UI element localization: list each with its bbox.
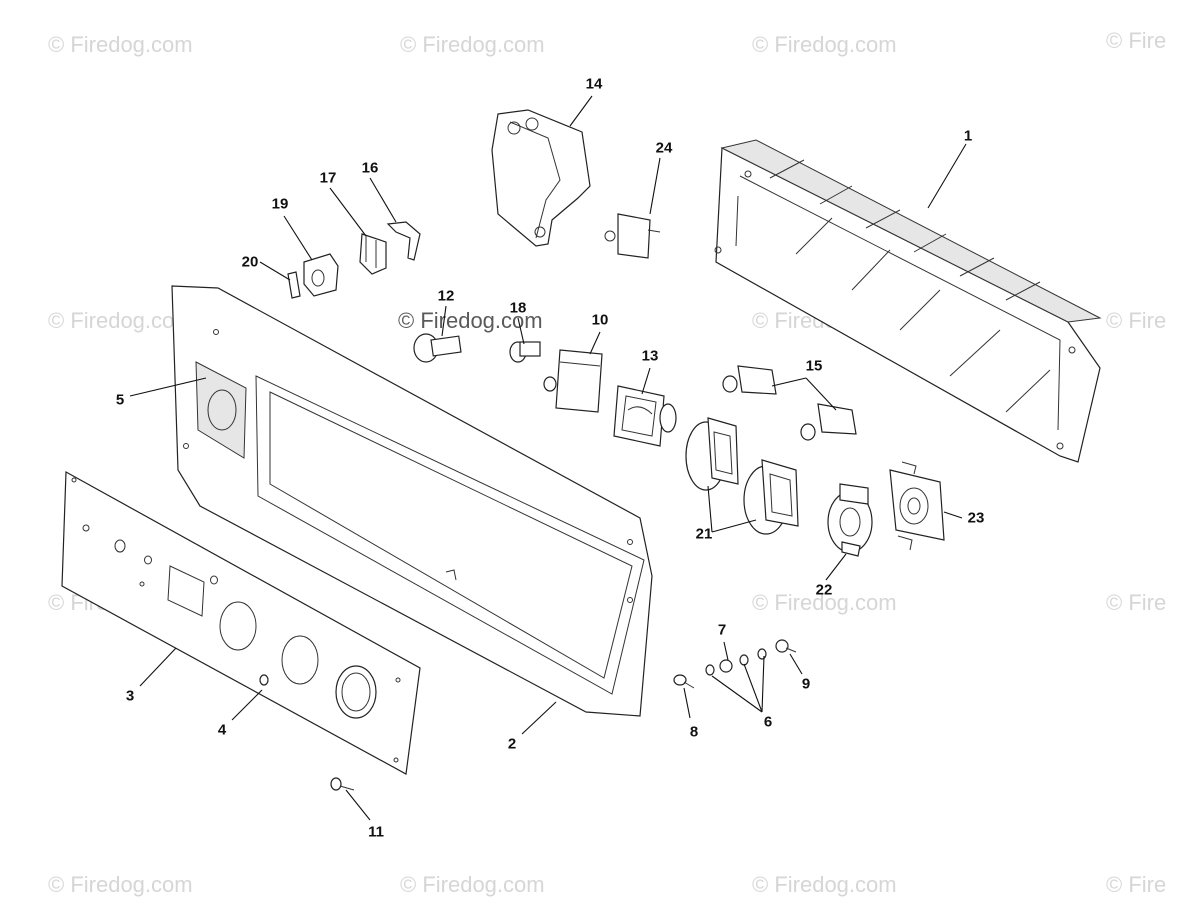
part-24-relay	[604, 213, 661, 259]
watermark: © Firedog.com	[400, 872, 545, 897]
callout-14: 14	[585, 75, 603, 93]
part-14-cover	[491, 109, 591, 247]
callout-16: 16	[361, 159, 379, 177]
callout-12: 12	[437, 287, 455, 305]
part-16-bracket	[386, 221, 421, 261]
watermark: © Firedog.com	[752, 872, 897, 897]
watermark: © Fire	[1106, 308, 1167, 333]
callout-20: 20	[241, 253, 259, 271]
callout-1: 1	[963, 127, 973, 145]
part-23-receptacle	[889, 461, 945, 551]
watermark: © Firedog.com	[48, 32, 193, 57]
watermark: © Fire	[1106, 590, 1167, 615]
callout-5: 5	[115, 391, 125, 409]
part-2-panel-frame	[171, 285, 653, 717]
watermark: © Firedog.com	[400, 32, 545, 57]
leader-lines	[129, 95, 967, 821]
part-15-breaker-lower	[800, 403, 857, 441]
part-17-switch	[359, 233, 387, 275]
callout-15: 15	[805, 357, 823, 375]
part-1-housing	[714, 139, 1102, 463]
part-11-screw	[330, 777, 355, 791]
callout-13: 13	[641, 347, 659, 365]
callout-17: 17	[319, 169, 337, 187]
watermark: © Firedog.com	[48, 308, 193, 333]
part-18-fuse-holder	[509, 341, 541, 363]
part-15-breaker-upper	[722, 365, 777, 395]
part-9-bolt	[775, 639, 797, 653]
part-13-meter	[613, 385, 677, 447]
part-20-clip	[287, 271, 301, 299]
watermark: © Fire	[1106, 28, 1167, 53]
watermark: © Firedog.com	[752, 590, 897, 615]
watermark: © Firedog.com	[48, 872, 193, 897]
callout-8: 8	[689, 723, 699, 741]
callout-22: 22	[815, 581, 833, 599]
part-19-knob	[303, 253, 339, 297]
part-21-outlet-left	[685, 417, 739, 491]
callout-6: 6	[763, 713, 773, 731]
part-21-outlet-right	[743, 459, 799, 535]
callout-4: 4	[217, 721, 227, 739]
callout-7: 7	[717, 621, 727, 639]
part-3-face-plate	[61, 471, 421, 775]
part-10-breaker	[543, 349, 603, 413]
part-22-locking-outlet	[827, 483, 873, 557]
callout-9: 9	[801, 675, 811, 693]
callout-10: 10	[591, 311, 609, 329]
watermark: © Firedog.com	[752, 32, 897, 57]
callout-18: 18	[509, 299, 527, 317]
callout-19: 19	[271, 195, 289, 213]
callout-23: 23	[967, 509, 985, 527]
part-12-button	[413, 333, 462, 363]
callout-3: 3	[125, 687, 135, 705]
part-7-nut	[719, 659, 733, 673]
callout-24: 24	[655, 139, 673, 157]
callout-21: 21	[695, 525, 713, 543]
callout-11: 11	[368, 823, 384, 841]
callout-2: 2	[507, 735, 517, 753]
part-8-screw	[673, 674, 695, 689]
part-4-grommet	[259, 674, 269, 686]
part-6-washers	[705, 648, 767, 676]
watermark: © Fire	[1106, 872, 1167, 897]
